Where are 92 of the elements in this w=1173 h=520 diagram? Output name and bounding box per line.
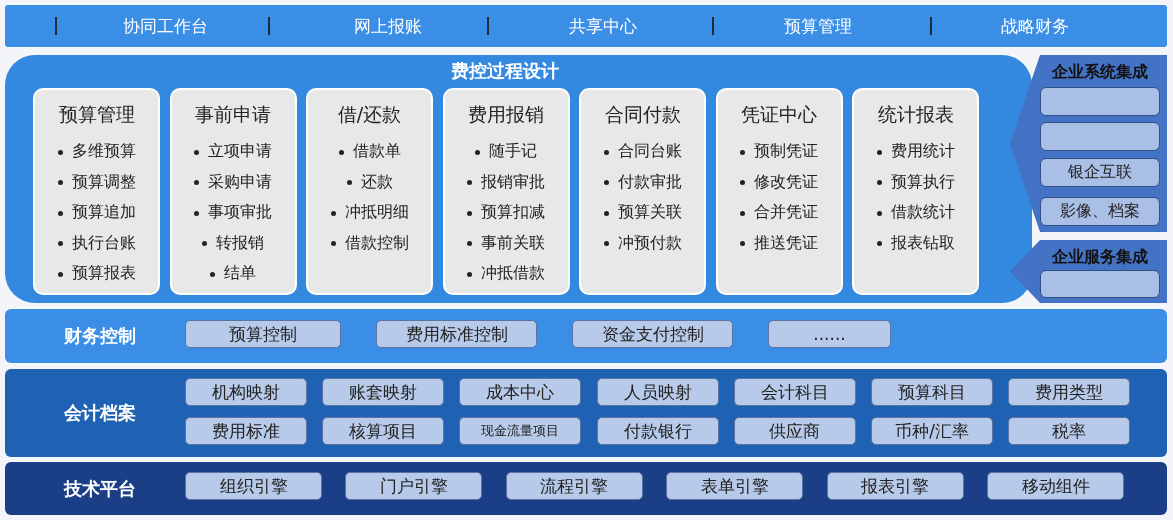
list-item: 转报销 xyxy=(202,232,264,254)
chevron-panel xyxy=(1010,240,1167,303)
band-label: 会计档案 xyxy=(64,401,136,425)
list-item: 预制凭证 xyxy=(740,141,818,162)
item-box: 费用类型 xyxy=(1008,378,1131,406)
panel-title: 费控过程设计 xyxy=(451,59,559,83)
menu-item: 网上报账 xyxy=(354,15,422,38)
item-box: 付款银行 xyxy=(596,417,719,445)
list-item: 事项审批 xyxy=(194,202,272,223)
item-box: 机构映射 xyxy=(185,378,307,406)
list-item: 借款统计 xyxy=(876,202,955,223)
menu-item: 协同工作台 xyxy=(122,15,208,38)
item-box: 币种/汇率 xyxy=(871,417,993,445)
item-box: 门户引擎 xyxy=(345,472,483,500)
list-item: 预算执行 xyxy=(876,171,955,193)
item-box: 成本中心 xyxy=(459,378,582,406)
item-box: 银企互联 xyxy=(1040,158,1160,187)
list-item: 执行台账 xyxy=(57,232,136,254)
card-heading: 借/还款 xyxy=(337,102,402,127)
list-item: 冲预付款 xyxy=(603,232,682,254)
module-card xyxy=(715,88,843,295)
item-box: 供应商 xyxy=(733,417,856,445)
list-item: 采购申请 xyxy=(194,171,272,193)
list-item: 推送凭证 xyxy=(740,232,818,254)
menu-bar xyxy=(5,5,1167,47)
item-box: 人员映射 xyxy=(596,378,719,406)
item-box: 资金支付控制 xyxy=(572,320,733,348)
menu-item: 战略财务 xyxy=(1001,15,1069,38)
item-box: 影像、档案 xyxy=(1040,197,1160,226)
list-item: 合并凭证 xyxy=(740,202,818,223)
list-item: 合同台账 xyxy=(603,141,682,162)
card-heading: 合同付款 xyxy=(604,102,681,127)
item-box: 核算项目 xyxy=(322,417,445,445)
list-item: 预算关联 xyxy=(603,202,682,223)
list-item: 事前关联 xyxy=(467,232,545,254)
layer-band xyxy=(5,309,1167,363)
list-item: 结单 xyxy=(210,263,256,284)
panel-background xyxy=(5,55,1032,303)
item-box: 组织引擎 xyxy=(185,472,322,500)
card-heading: 事前申请 xyxy=(195,102,271,127)
list-item: 费用统计 xyxy=(876,141,955,162)
list-item: 随手记 xyxy=(475,141,537,162)
item-box: 预算控制 xyxy=(185,320,341,348)
item-box: 费用标准控制 xyxy=(376,320,537,348)
list-item: 预算追加 xyxy=(57,202,136,223)
layer-band xyxy=(5,462,1167,515)
module-card xyxy=(442,88,570,295)
item-box: 税率 xyxy=(1008,417,1131,445)
menu-item: 预算管理 xyxy=(784,15,852,38)
item-box: ...... xyxy=(768,320,891,348)
card-heading: 统计报表 xyxy=(877,102,954,127)
card-heading: 凭证中心 xyxy=(741,102,817,127)
menu-item: 共享中心 xyxy=(569,15,637,38)
list-item: 还款 xyxy=(346,171,393,193)
item-box: 现金流量项目 xyxy=(459,417,582,445)
card-heading: 预算管理 xyxy=(58,102,135,127)
chevron-panel xyxy=(1010,55,1167,232)
item-box: 流程引擎 xyxy=(505,472,643,500)
list-item: 借款控制 xyxy=(330,232,409,254)
item-box: 费用标准 xyxy=(185,417,307,445)
list-item: 预算报表 xyxy=(57,263,136,284)
panel-title: 企业系统集成 xyxy=(1052,62,1148,83)
item-box: 移动组件 xyxy=(987,472,1124,500)
module-card xyxy=(169,88,297,295)
list-item: 多维预算 xyxy=(57,141,136,162)
blank-box xyxy=(1040,270,1160,298)
blank-box xyxy=(1040,87,1160,116)
list-item: 报销审批 xyxy=(467,171,545,193)
list-item: 预算扣减 xyxy=(467,202,545,223)
item-box: 预算科目 xyxy=(871,378,993,406)
module-card xyxy=(306,88,433,295)
item-box: 表单引擎 xyxy=(666,472,804,500)
list-item: 报表钻取 xyxy=(876,232,955,254)
list-item: 修改凭证 xyxy=(740,171,818,193)
item-box: 账套映射 xyxy=(322,378,445,406)
band-label: 财务控制 xyxy=(64,324,136,348)
list-item: 借款单 xyxy=(338,141,401,162)
list-item: 预算调整 xyxy=(57,171,136,193)
card-heading: 费用报销 xyxy=(468,102,544,127)
list-item: 立项申请 xyxy=(194,141,272,162)
module-card xyxy=(33,88,160,295)
list-item: 付款审批 xyxy=(603,171,682,193)
list-item: 冲抵明细 xyxy=(330,202,409,223)
list-item: 冲抵借款 xyxy=(467,263,545,284)
layer-band xyxy=(5,369,1167,457)
panel-title: 企业服务集成 xyxy=(1052,247,1148,268)
module-card xyxy=(852,88,979,295)
module-card xyxy=(579,88,706,295)
band-label: 技术平台 xyxy=(64,476,136,501)
blank-box xyxy=(1040,122,1160,151)
item-box: 报表引擎 xyxy=(826,472,964,500)
item-box: 会计科目 xyxy=(733,378,856,406)
